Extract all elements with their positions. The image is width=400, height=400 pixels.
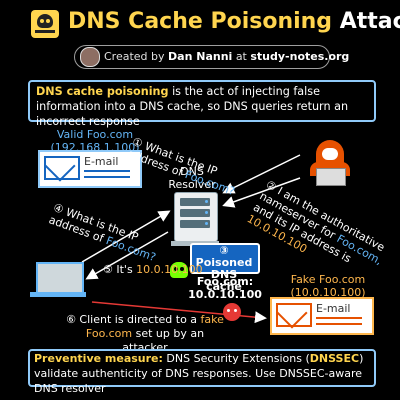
prevention-text2: ) validate authenticity of DNS responses… <box>34 352 364 395</box>
poisoned-cache-box <box>190 243 260 274</box>
step-5-text: ⑤ It's 10.0.10.100 <box>103 263 203 276</box>
prevention-label: Preventive measure: <box>34 352 163 365</box>
fake-email-icon: E-mail <box>270 297 374 335</box>
valid-email-label: E-mail <box>84 155 119 168</box>
title-accent: Attack <box>339 9 400 34</box>
poison-skull-icon <box>170 262 188 278</box>
step-6-label: ⑥ Client is directed to a <box>66 313 201 326</box>
step-3-line1: ③ Poisoned <box>195 244 253 269</box>
definition-term: DNS cache poisoning <box>36 85 169 98</box>
poisoned-cache-record: Foo.com: 10.0.10.100 <box>188 275 262 301</box>
definition-text: DNS cache poisoning is the act of inject… <box>36 84 368 129</box>
dns-resolver-line1: DNS <box>180 165 204 178</box>
author-avatar <box>80 47 100 67</box>
prevention-acronym: DNSSEC <box>309 352 360 365</box>
hacker-icon <box>306 140 354 186</box>
prevention-text: Preventive measure: DNS Security Extensi… <box>34 351 370 396</box>
definition-body: is the act of injecting false informatio… <box>36 85 349 128</box>
fake-site-ip: (10.0.10.100) <box>290 286 366 299</box>
title-main: DNS Cache Poisoning <box>68 9 333 34</box>
arrow-1 <box>222 154 301 194</box>
laptop-icon <box>36 262 84 294</box>
definition-box <box>28 80 376 122</box>
fake-email-label: E-mail <box>316 302 351 315</box>
prevention-box <box>28 349 376 387</box>
step-6-domain: Foo.com <box>85 327 133 340</box>
server-icon <box>171 192 219 246</box>
arrow-4 <box>81 210 171 263</box>
credit-prefix: Created by <box>104 50 165 63</box>
arrow-2 <box>222 177 301 208</box>
step-5-label: ⑤ It's <box>103 263 137 276</box>
laptop-base <box>30 292 86 297</box>
dns-resolver-label: DNS Resolver <box>162 165 222 191</box>
skull-crossbones-icon <box>31 10 59 38</box>
step-6-fake: fake <box>200 313 224 326</box>
step-3-text: ③ Poisoned DNS cache <box>192 245 256 293</box>
valid-email-icon: E-mail <box>38 150 142 188</box>
arrow-5 <box>85 231 169 280</box>
credit-text: Created by Dan Nanni at study-notes.org <box>104 50 349 63</box>
credit-site: study-notes.org <box>250 50 350 63</box>
credit-mid: at <box>235 50 247 63</box>
step-3-line2: DNS cache <box>206 268 242 293</box>
valid-site-name: Valid Foo.com <box>56 128 134 141</box>
step-5-ip: 10.0.10.100 <box>136 263 203 276</box>
fake-site-name: Fake Foo.com <box>290 273 366 286</box>
page-title: DNS Cache Poisoning Attack <box>68 9 400 34</box>
fake-site-label: Fake Foo.com (10.0.10.100) <box>278 273 378 299</box>
devil-face-icon <box>223 303 241 321</box>
dns-resolver-line2: Resolver <box>168 178 216 191</box>
prevention-text1: DNS Security Extensions ( <box>162 352 310 365</box>
credit-pill <box>74 45 330 69</box>
credit-author: Dan Nanni <box>168 50 233 63</box>
